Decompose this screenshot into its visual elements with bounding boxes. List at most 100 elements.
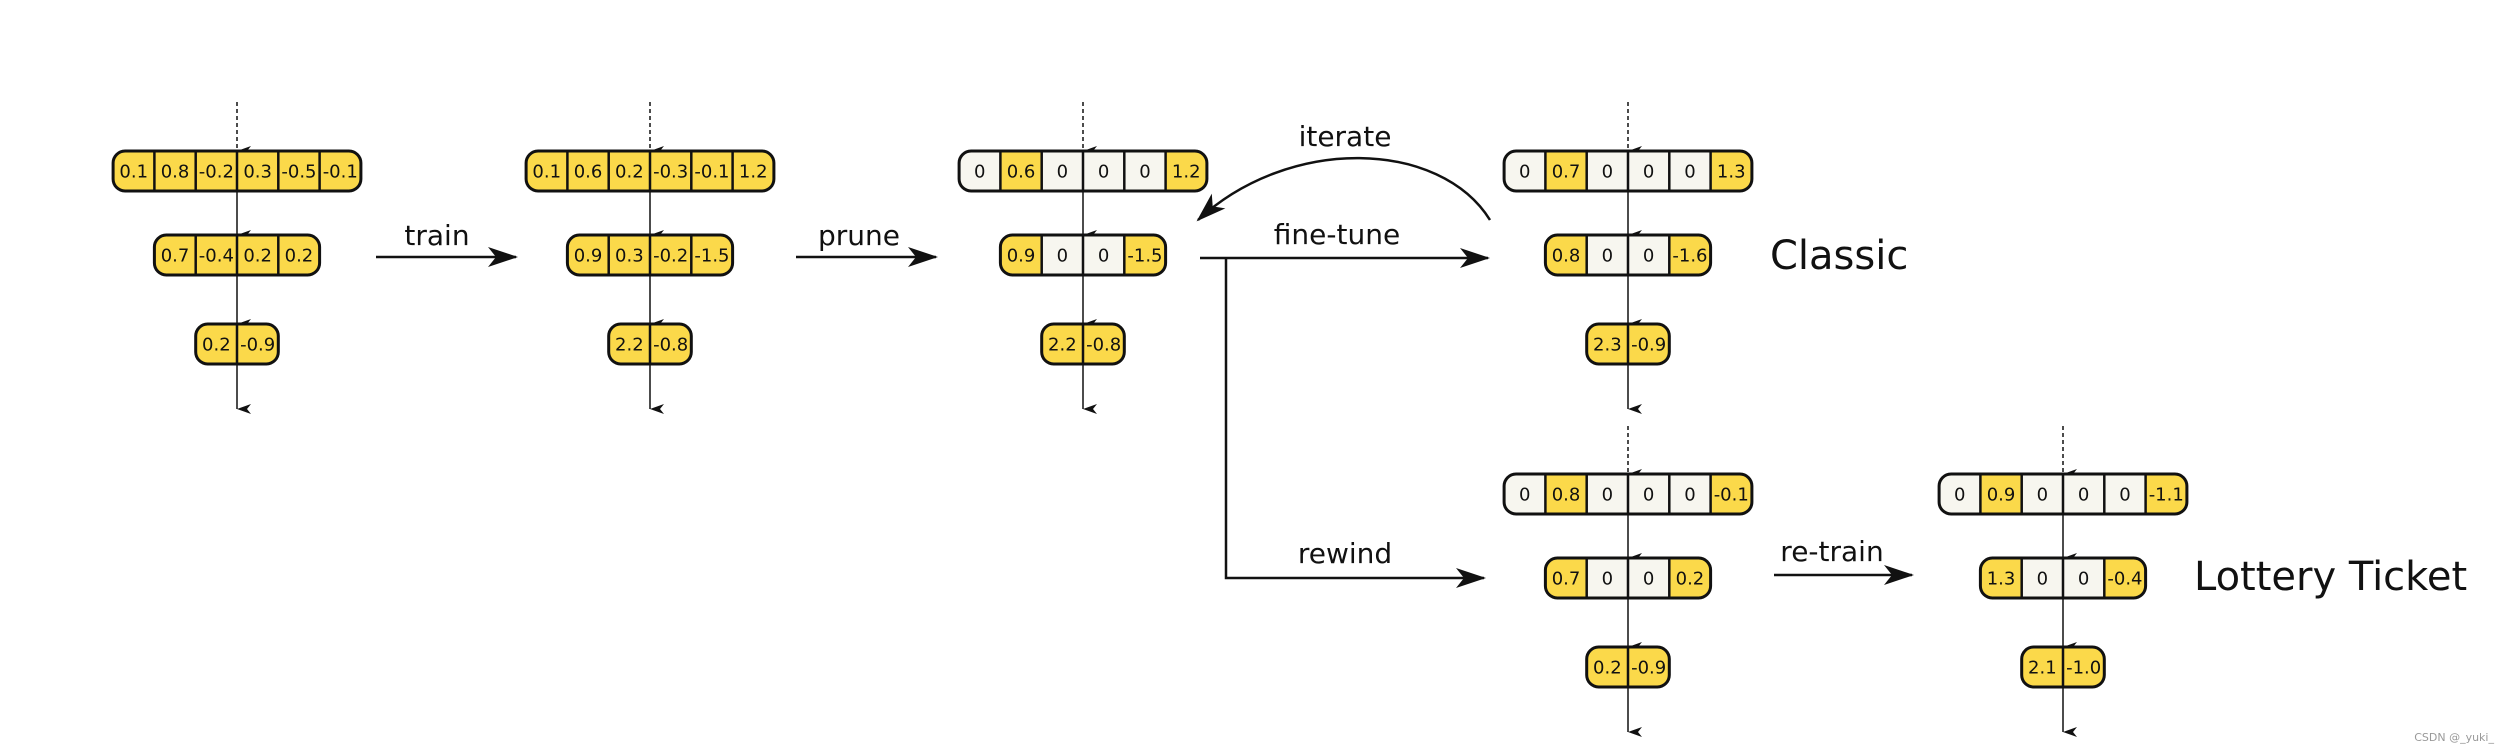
weight-cell [195, 235, 237, 275]
weight-value: -0.9 [1631, 335, 1666, 356]
weight-cell [1669, 558, 1711, 598]
weight-value: 0.2 [1593, 658, 1622, 679]
weight-value: -1.6 [1672, 246, 1707, 267]
weight-value: -0.2 [653, 246, 688, 267]
weight-value: -0.8 [653, 335, 688, 356]
weight-cell [650, 235, 692, 275]
fine-tune-label: fine-tune [1274, 218, 1400, 251]
layer-outline [1040, 322, 1126, 366]
weight-value: 0.3 [243, 162, 272, 183]
classic-label: Classic [1770, 233, 1908, 279]
weight-value: -0.9 [240, 335, 275, 356]
layer-outline [607, 322, 693, 366]
weight-value: -1.5 [694, 246, 729, 267]
weight-cell [1000, 235, 1042, 275]
pruned-weight-cell [1628, 235, 1670, 275]
weight-value: -0.1 [694, 162, 729, 183]
layer-outline [565, 233, 735, 277]
pruned-weight-cell [2021, 558, 2063, 598]
weight-cell [1000, 151, 1042, 191]
weight-value: -1.5 [1127, 246, 1162, 267]
watermark: CSDN @_yuki_ [2414, 731, 2494, 744]
weight-value: 2.2 [1048, 335, 1077, 356]
weight-cell [1980, 474, 2022, 514]
weight-cell [2104, 558, 2146, 598]
weight-cell [650, 151, 692, 191]
layer-3: 0.2 -0.9 [194, 322, 280, 366]
weight-cell [237, 235, 279, 275]
weight-value: 0 [2037, 569, 2048, 590]
weight-value: -0.1 [323, 162, 358, 183]
pruned-weight-cell [2104, 474, 2146, 514]
pruned-weight-cell [959, 151, 1001, 191]
weight-value: 0.2 [202, 335, 231, 356]
weight-value: 1.2 [1172, 162, 1201, 183]
weight-cell [691, 235, 733, 275]
layer-outline [1502, 472, 1754, 516]
layer-outline [152, 233, 322, 277]
layer-outline [1585, 645, 1671, 689]
pruned-weight-cell [2063, 474, 2105, 514]
layer-outline [111, 149, 363, 193]
layer-outline [194, 322, 280, 366]
weight-value: 0 [2037, 485, 2048, 506]
layer-3: 0.2-0.9 [1585, 645, 1671, 689]
weight-value: 0 [1602, 162, 1613, 183]
weight-value: 0 [1098, 246, 1109, 267]
rewind-arrow [1224, 258, 1486, 588]
weight-cell [1710, 474, 1752, 514]
pruned-weight-cell [1628, 474, 1670, 514]
weight-value: 0 [1602, 569, 1613, 590]
weight-cell [1083, 324, 1125, 364]
weight-value: 0 [1643, 162, 1654, 183]
weight-value: 0.1 [532, 162, 561, 183]
weight-value: 0 [1643, 246, 1654, 267]
pruned-weight-cell [1504, 151, 1546, 191]
layer-outline [2020, 645, 2106, 689]
weight-cell [608, 151, 650, 191]
pruned-weight-cell [1083, 235, 1125, 275]
weight-cell [1545, 474, 1587, 514]
pruned-weight-cell [1586, 235, 1628, 275]
weight-value: 1.2 [739, 162, 768, 183]
weight-cell [1586, 647, 1628, 687]
weight-value: 2.1 [2028, 658, 2057, 679]
layer-3: 2.2-0.8 [1040, 322, 1126, 366]
lottery-ticket-label: Lottery Ticket [2194, 554, 2467, 600]
pruned-weight-cell [1586, 474, 1628, 514]
weight-cell [567, 151, 609, 191]
weight-value: 0 [1519, 162, 1530, 183]
weight-cell [278, 235, 320, 275]
pruned-weight-cell [1083, 151, 1125, 191]
weight-value: 0.6 [574, 162, 603, 183]
layer-outline [957, 149, 1209, 193]
weight-value: 0.8 [161, 162, 190, 183]
pruned-weight-cell [1628, 151, 1670, 191]
weight-cell [691, 151, 733, 191]
weight-cell [650, 324, 692, 364]
weight-value: 0.7 [1552, 162, 1581, 183]
iterate-arrow [1196, 156, 1492, 222]
weight-cell [2063, 647, 2105, 687]
weight-value: 0.2 [285, 246, 314, 267]
weight-value: 0 [1139, 162, 1150, 183]
weight-value: 0.9 [1007, 246, 1036, 267]
re-train-label: re-train [1780, 535, 1883, 568]
weight-cell [278, 151, 320, 191]
train-label: train [404, 219, 469, 252]
layer-3: 2.1-1.0 [2020, 645, 2106, 689]
weight-value: 0 [1057, 162, 1068, 183]
weight-cell [608, 324, 650, 364]
layer-outline [1978, 556, 2148, 600]
weight-cell [526, 151, 568, 191]
weight-cell [1545, 151, 1587, 191]
weight-cell [1545, 235, 1587, 275]
